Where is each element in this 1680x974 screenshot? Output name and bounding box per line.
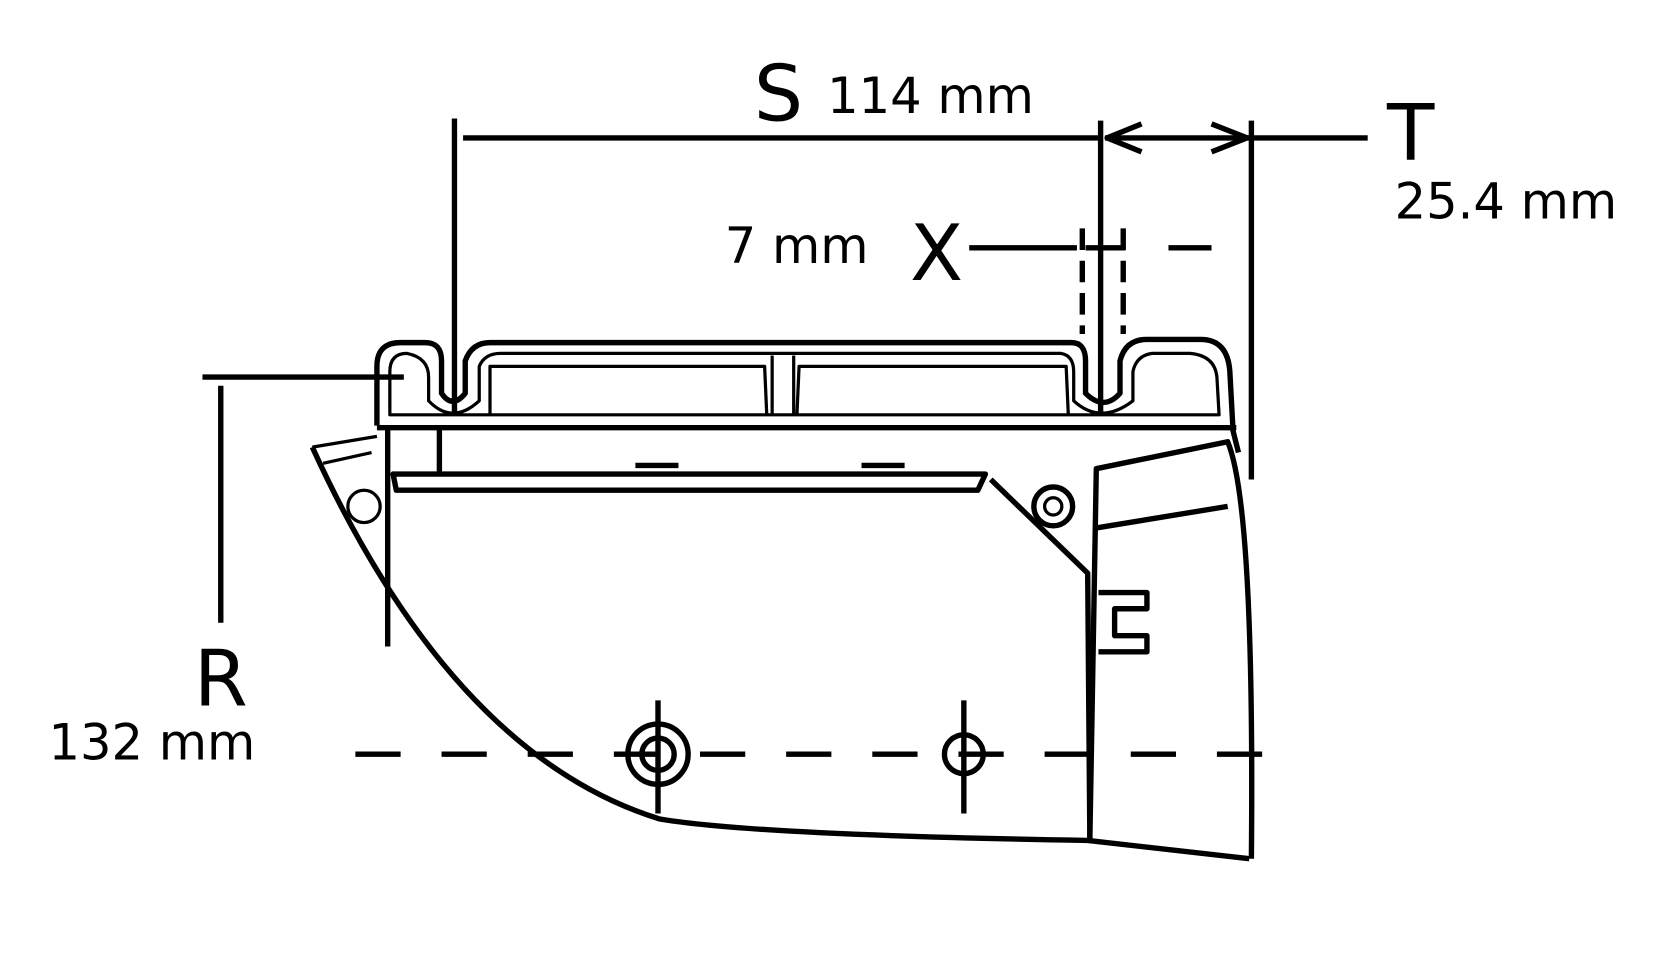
dimension-t: T 25.4 mm: [1104, 88, 1618, 480]
label-t: T: [1386, 88, 1435, 178]
dimension-s: S 114 mm: [451, 50, 1104, 415]
value-x: 7 mm: [725, 217, 869, 275]
bolt-left-icon: [346, 488, 382, 525]
arrow-left-icon: [1104, 121, 1143, 155]
label-x: X: [910, 209, 963, 299]
dimension-x: X 7 mm: [725, 209, 1212, 335]
label-s: S: [754, 50, 803, 140]
dimension-r: R 132 mm: [48, 374, 404, 772]
value-s: 114 mm: [827, 67, 1034, 125]
arrow-right-icon: [1210, 121, 1250, 155]
value-t: 25.4 mm: [1395, 173, 1618, 231]
value-r: 132 mm: [48, 714, 255, 772]
label-r: R: [194, 635, 248, 725]
bolt-right-icon: [1031, 484, 1076, 529]
part-outline: [309, 336, 1255, 862]
